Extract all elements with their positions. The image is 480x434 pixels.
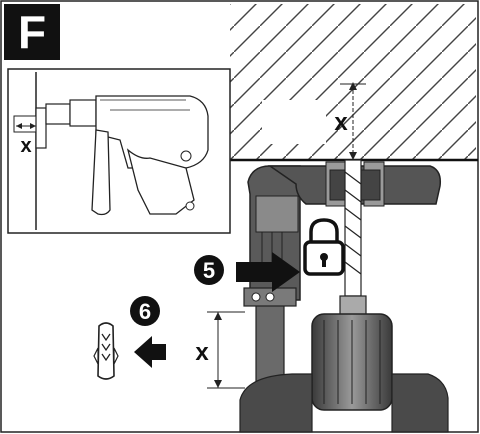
section-badge: F xyxy=(4,4,60,60)
depth-dimension-bottom: x xyxy=(195,311,245,389)
depth-label-top: x xyxy=(334,109,348,136)
main-drill xyxy=(239,159,449,433)
section-letter: F xyxy=(18,6,46,58)
lock-icon xyxy=(303,218,345,276)
depth-label-bottom: x xyxy=(195,339,209,366)
wall-hatch xyxy=(227,4,478,162)
wall-plug-icon xyxy=(93,322,119,380)
step-5-marker: 5 xyxy=(194,255,224,285)
step-6-marker: 6 xyxy=(130,296,160,326)
depth-dimension-top: x xyxy=(334,82,366,160)
inset-drill-view: x xyxy=(7,68,231,234)
arrow-left-icon xyxy=(134,336,166,368)
step-6-number: 6 xyxy=(139,299,151,324)
depth-label-inset: x xyxy=(20,135,31,157)
arrow-right-icon xyxy=(236,252,300,292)
step-5-number: 5 xyxy=(203,258,215,283)
